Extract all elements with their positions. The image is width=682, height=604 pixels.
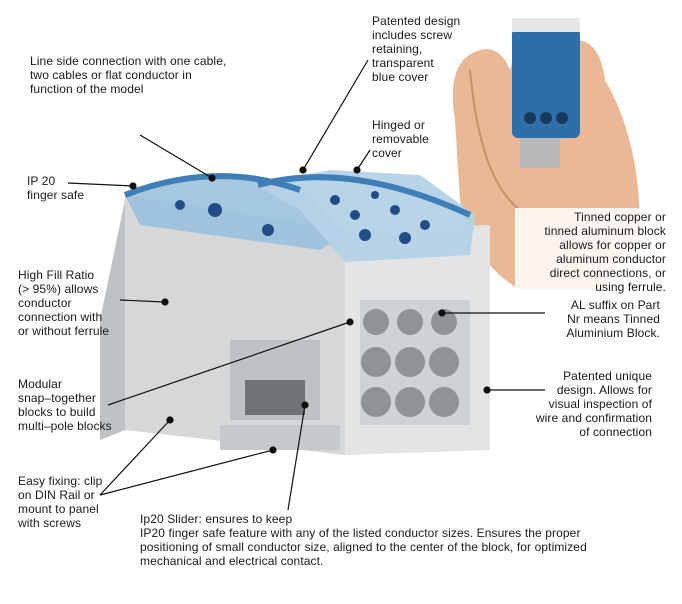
callout-lines (67, 59, 545, 511)
label-patented-unique: Patented unique design. Allows for visua… (535, 369, 652, 439)
label-ip20: IP 20 finger safe (27, 174, 85, 202)
label-line-side-connection: Line side connection with one cable, two… (30, 54, 227, 96)
label-easy-fixing: Easy fixing: clip on DIN Rail or mount t… (18, 474, 103, 530)
label-al-suffix: AL suffix on Part Nr means Tinned Alumin… (566, 298, 660, 340)
label-modular: Modular snap–together blocks to build mu… (18, 377, 112, 433)
label-ip20-slider: Ip20 Slider: ensures to keep IP20 finger… (140, 512, 587, 568)
label-patented-design: Patented design includes screw retaining… (372, 14, 461, 84)
terminal-block (100, 170, 490, 455)
label-hinged-cover: Hinged or removable cover (372, 118, 429, 160)
small-terminal-block (512, 28, 580, 138)
label-high-fill-ratio: High Fill Ratio (> 95%) allows conductor… (18, 268, 110, 338)
label-tinned-block: Tinned copper or tinned aluminum block a… (544, 210, 666, 294)
